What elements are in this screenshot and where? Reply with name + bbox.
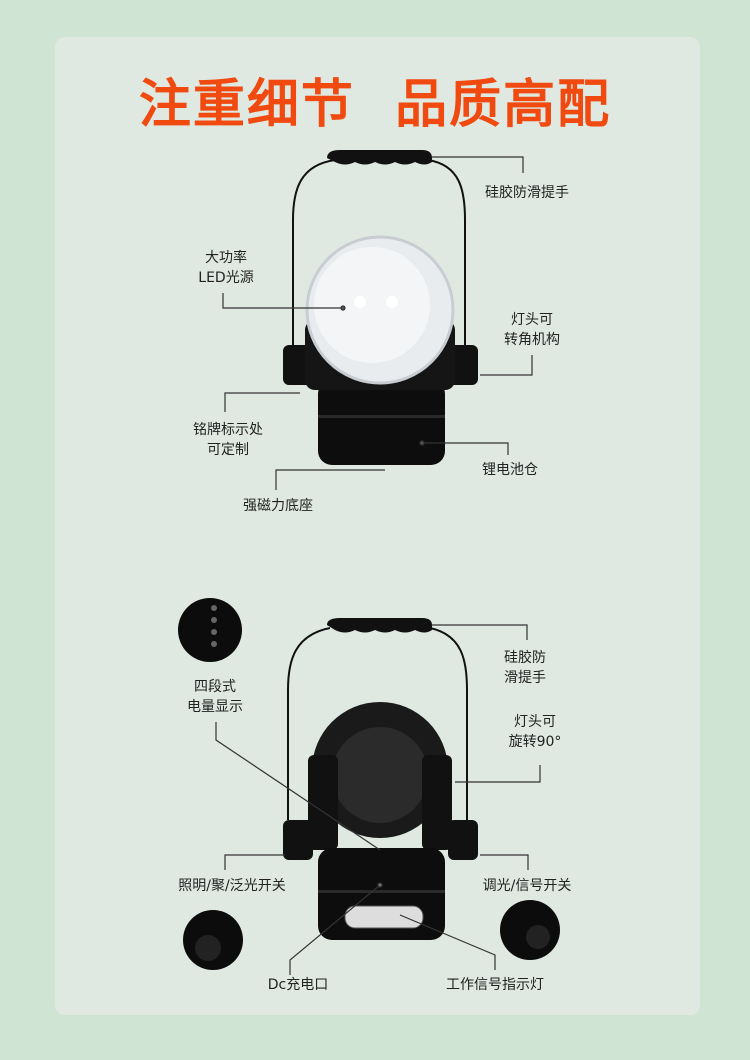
label-battery-display: 四段式电量显示 xyxy=(187,679,243,715)
label-nameplate: 铭牌标示处可定制 xyxy=(193,422,263,458)
bottom-leader-lines xyxy=(215,624,541,975)
front-lamp-image xyxy=(283,150,478,465)
silicone-handle xyxy=(327,150,432,165)
page-title: 注重细节 品质高配 xyxy=(138,75,612,135)
label-silicone-handle-2: 硅胶防滑提手 xyxy=(504,650,546,686)
label-magnetic-base: 强磁力底座 xyxy=(243,498,313,514)
label-silicone-handle: 硅胶防滑提手 xyxy=(485,185,569,201)
label-dc-port: Dc充电口 xyxy=(267,977,329,993)
back-lamp-image xyxy=(178,598,560,970)
label-signal-indicator: 工作信号指示灯 xyxy=(446,977,544,993)
battery-indicator-closeup xyxy=(178,598,242,662)
label-head-rotate-90: 灯头可旋转90° xyxy=(508,714,562,750)
label-rotating-head: 灯头可转角机构 xyxy=(504,312,560,348)
label-dimmer-switch: 调光/信号开关 xyxy=(482,878,572,894)
label-light-switch: 照明/聚/泛光开关 xyxy=(178,878,286,894)
label-battery-compartment: 锂电池仓 xyxy=(482,462,538,478)
top-leader-lines xyxy=(222,156,533,490)
signal-light-strip xyxy=(344,905,424,929)
